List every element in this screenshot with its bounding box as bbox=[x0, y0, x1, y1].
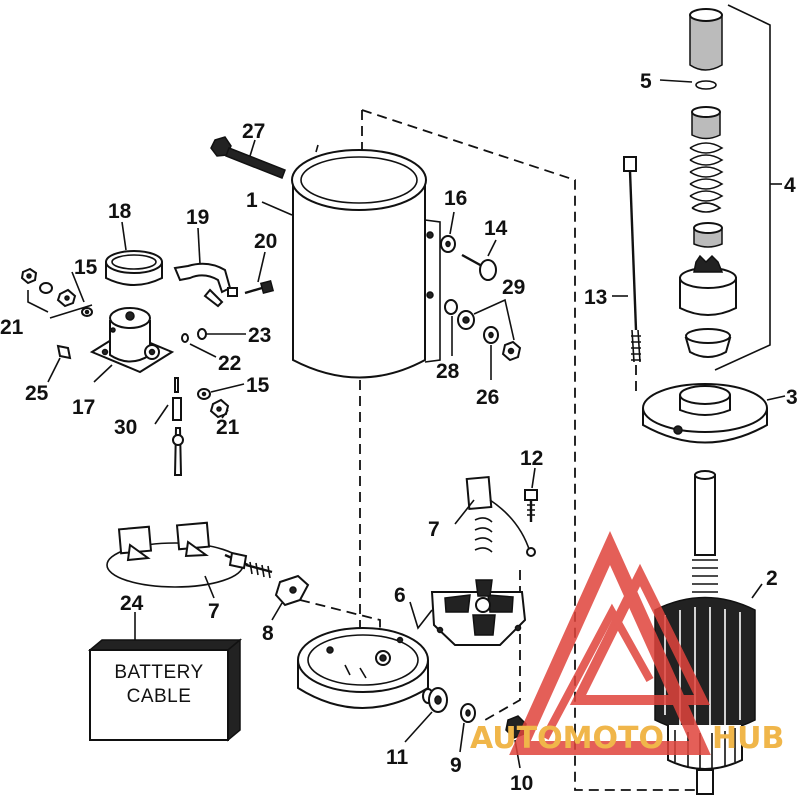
callout-19: 19 bbox=[186, 206, 209, 229]
leader-19 bbox=[197, 227, 201, 265]
brush-plate-6 bbox=[430, 579, 527, 646]
small-parts-22-23 bbox=[181, 328, 207, 343]
clip-25 bbox=[56, 344, 72, 360]
bolt-27 bbox=[210, 136, 286, 179]
callout-7a: 7 bbox=[428, 518, 440, 541]
callout-28: 28 bbox=[436, 360, 460, 383]
screw-12 bbox=[524, 489, 538, 557]
callout-15a: 15 bbox=[74, 256, 98, 279]
leader-21b bbox=[221, 409, 229, 419]
callout-6: 6 bbox=[394, 584, 406, 607]
leader-29 bbox=[473, 298, 515, 341]
leader-17 bbox=[93, 364, 113, 383]
callout-1: 1 bbox=[246, 189, 258, 212]
endcap-leader bbox=[484, 570, 521, 721]
callout-21b: 21 bbox=[216, 416, 240, 439]
battery-cable-label-line2: CABLE bbox=[127, 686, 192, 707]
callout-15b: 15 bbox=[246, 374, 270, 397]
callout-24: 24 bbox=[120, 592, 144, 615]
callout-12: 12 bbox=[520, 447, 543, 470]
callout-2: 2 bbox=[766, 567, 778, 590]
leader-25 bbox=[47, 357, 61, 383]
leader-7b bbox=[204, 575, 215, 599]
solenoid-17 bbox=[89, 307, 175, 374]
callout-20: 20 bbox=[254, 230, 277, 253]
leader-22 bbox=[189, 343, 217, 358]
callout-21a: 21 bbox=[0, 316, 24, 339]
leader-16 bbox=[449, 211, 455, 235]
brush-leader bbox=[299, 599, 381, 660]
commutator-end-cap bbox=[297, 627, 434, 709]
callout-18: 18 bbox=[108, 200, 132, 223]
washers-9-10-11 bbox=[428, 687, 527, 739]
leader-21a bbox=[49, 304, 93, 319]
callout-26: 26 bbox=[476, 386, 499, 409]
leader-18 bbox=[121, 221, 127, 251]
leader-15b bbox=[210, 383, 245, 393]
leader-20 bbox=[257, 251, 266, 283]
leader-27 bbox=[249, 139, 256, 157]
bolt-14 bbox=[461, 253, 497, 281]
callout-4: 4 bbox=[784, 174, 796, 197]
hardware-28-29-26 bbox=[444, 299, 522, 362]
leader-15a bbox=[71, 271, 85, 303]
callout-7b: 7 bbox=[208, 600, 220, 623]
clip-8 bbox=[274, 574, 310, 607]
leader-7a bbox=[454, 499, 475, 525]
callout-25: 25 bbox=[25, 382, 49, 405]
washer-16 bbox=[440, 235, 456, 253]
battery-cable-label-line1: BATTERY bbox=[114, 662, 203, 683]
callout-9: 9 bbox=[450, 754, 462, 777]
callout-14: 14 bbox=[484, 217, 508, 240]
leader-11 bbox=[404, 711, 433, 743]
leader-1 bbox=[261, 201, 293, 216]
assembly-outline bbox=[361, 109, 700, 791]
screw-20 bbox=[244, 279, 275, 295]
leader-30 bbox=[154, 404, 169, 425]
callout-8: 8 bbox=[262, 622, 274, 645]
leader-9 bbox=[459, 722, 465, 753]
watermark-text-right: HUB bbox=[712, 721, 784, 756]
callout-16: 16 bbox=[444, 187, 467, 210]
thru-bolt-13 bbox=[623, 156, 641, 363]
strap-19 bbox=[173, 262, 238, 308]
leader-3 bbox=[766, 395, 786, 401]
nuts-21-15 bbox=[20, 267, 93, 317]
leader-5 bbox=[659, 79, 693, 83]
callout-11: 11 bbox=[386, 746, 409, 769]
callout-17: 17 bbox=[72, 396, 95, 419]
drive-stack bbox=[679, 8, 737, 358]
leader-12 bbox=[531, 467, 536, 489]
leader-4 bbox=[714, 4, 771, 371]
callout-13: 13 bbox=[584, 286, 607, 309]
callout-27: 27 bbox=[242, 120, 265, 143]
nuts-15-21b bbox=[197, 388, 230, 419]
callout-22: 22 bbox=[218, 352, 241, 375]
callout-29: 29 bbox=[502, 276, 525, 299]
callout-30: 30 bbox=[114, 416, 137, 439]
drive-end-cap bbox=[642, 383, 768, 444]
callout-3: 3 bbox=[786, 386, 798, 409]
callout-10: 10 bbox=[510, 772, 533, 795]
terminal-30 bbox=[172, 377, 184, 476]
shield-18 bbox=[105, 250, 163, 286]
brush-spring-7a bbox=[465, 476, 531, 553]
callout-23: 23 bbox=[248, 324, 271, 347]
frame-housing bbox=[291, 144, 441, 379]
leader-14 bbox=[487, 239, 497, 257]
leader-21a-b bbox=[27, 290, 49, 313]
leader-8 bbox=[271, 602, 283, 621]
callout-5: 5 bbox=[640, 70, 652, 93]
watermark-logo bbox=[509, 530, 711, 755]
leader-6 bbox=[409, 601, 433, 630]
battery-cable-box bbox=[87, 638, 243, 742]
watermark-text-left: AUTOMOTO bbox=[470, 721, 664, 756]
brush-ring-7 bbox=[106, 521, 273, 588]
leader-2 bbox=[751, 583, 763, 599]
